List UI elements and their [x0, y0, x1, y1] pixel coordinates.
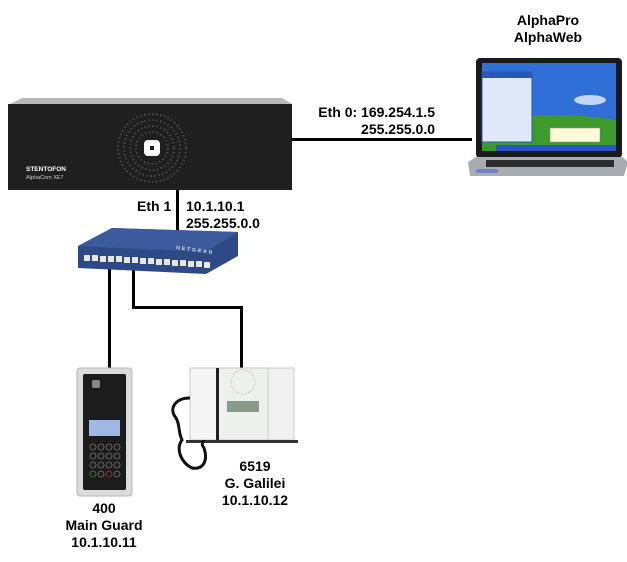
handset [189, 367, 218, 441]
handset-cord [171, 396, 207, 470]
eth0-ip: Eth 0: 169.254.1.5 [318, 104, 435, 120]
cable-door-station [108, 260, 111, 370]
cable-desk-station-horizontal [132, 306, 243, 309]
desk-station-name: G. Galilei [224, 475, 286, 491]
cable-eth0 [292, 138, 472, 141]
keyboard [486, 160, 614, 167]
server-device: STENTOFON AlphaCom XE7 [8, 98, 292, 190]
speaker-grille [117, 113, 187, 183]
door-station-ip: 10.1.10.11 [71, 534, 137, 550]
desk-station-label: 6519 G. Galilei 10.1.10.12 [205, 458, 305, 509]
cable-desk-station-vertical-1 [132, 260, 135, 309]
start-button [482, 145, 496, 151]
keypad [89, 443, 121, 478]
eth0-label: Eth 0: 169.254.1.5 255.255.0.0 [300, 104, 435, 138]
door-station-number: 400 [92, 500, 116, 516]
taskbar [482, 145, 616, 151]
desk-speaker [230, 369, 256, 395]
network-switch: NETGEAR [78, 228, 238, 274]
eth1-name: Eth 1 [137, 198, 172, 214]
start-menu [481, 71, 533, 143]
eth1-mask: 255.255.0.0 [186, 215, 260, 231]
door-station-label: 400 Main Guard 10.1.10.11 [44, 500, 164, 551]
laptop-label: AlphaPro AlphaWeb [498, 12, 598, 46]
switch-ports [84, 255, 210, 268]
door-station-name: Main Guard [65, 517, 143, 533]
door-station-display [89, 420, 120, 436]
desk-station-number: 6519 [239, 458, 271, 474]
server-model: AlphaCom XE7 [26, 175, 64, 181]
desk-station-device [171, 367, 298, 470]
laptop-label-line1: AlphaPro [516, 12, 580, 28]
desk-station-ip: 10.1.10.12 [221, 492, 289, 508]
door-station-device [76, 367, 133, 497]
desk-display [227, 401, 259, 412]
server-brand: STENTOFON [26, 166, 66, 173]
eth0-mask: 255.255.0.0 [361, 121, 435, 137]
cable-desk-station-vertical-2 [240, 306, 243, 368]
balloon-tip [549, 127, 601, 143]
eth1-ip: 10.1.10.1 [186, 198, 245, 214]
switch-brand: NETGEAR [176, 245, 215, 256]
laptop-device [468, 58, 627, 176]
eth1-address: 10.1.10.1 255.255.0.0 [186, 198, 260, 232]
laptop-label-line2: AlphaWeb [513, 29, 583, 45]
server-top [10, 98, 292, 104]
cable-eth1 [176, 190, 179, 268]
